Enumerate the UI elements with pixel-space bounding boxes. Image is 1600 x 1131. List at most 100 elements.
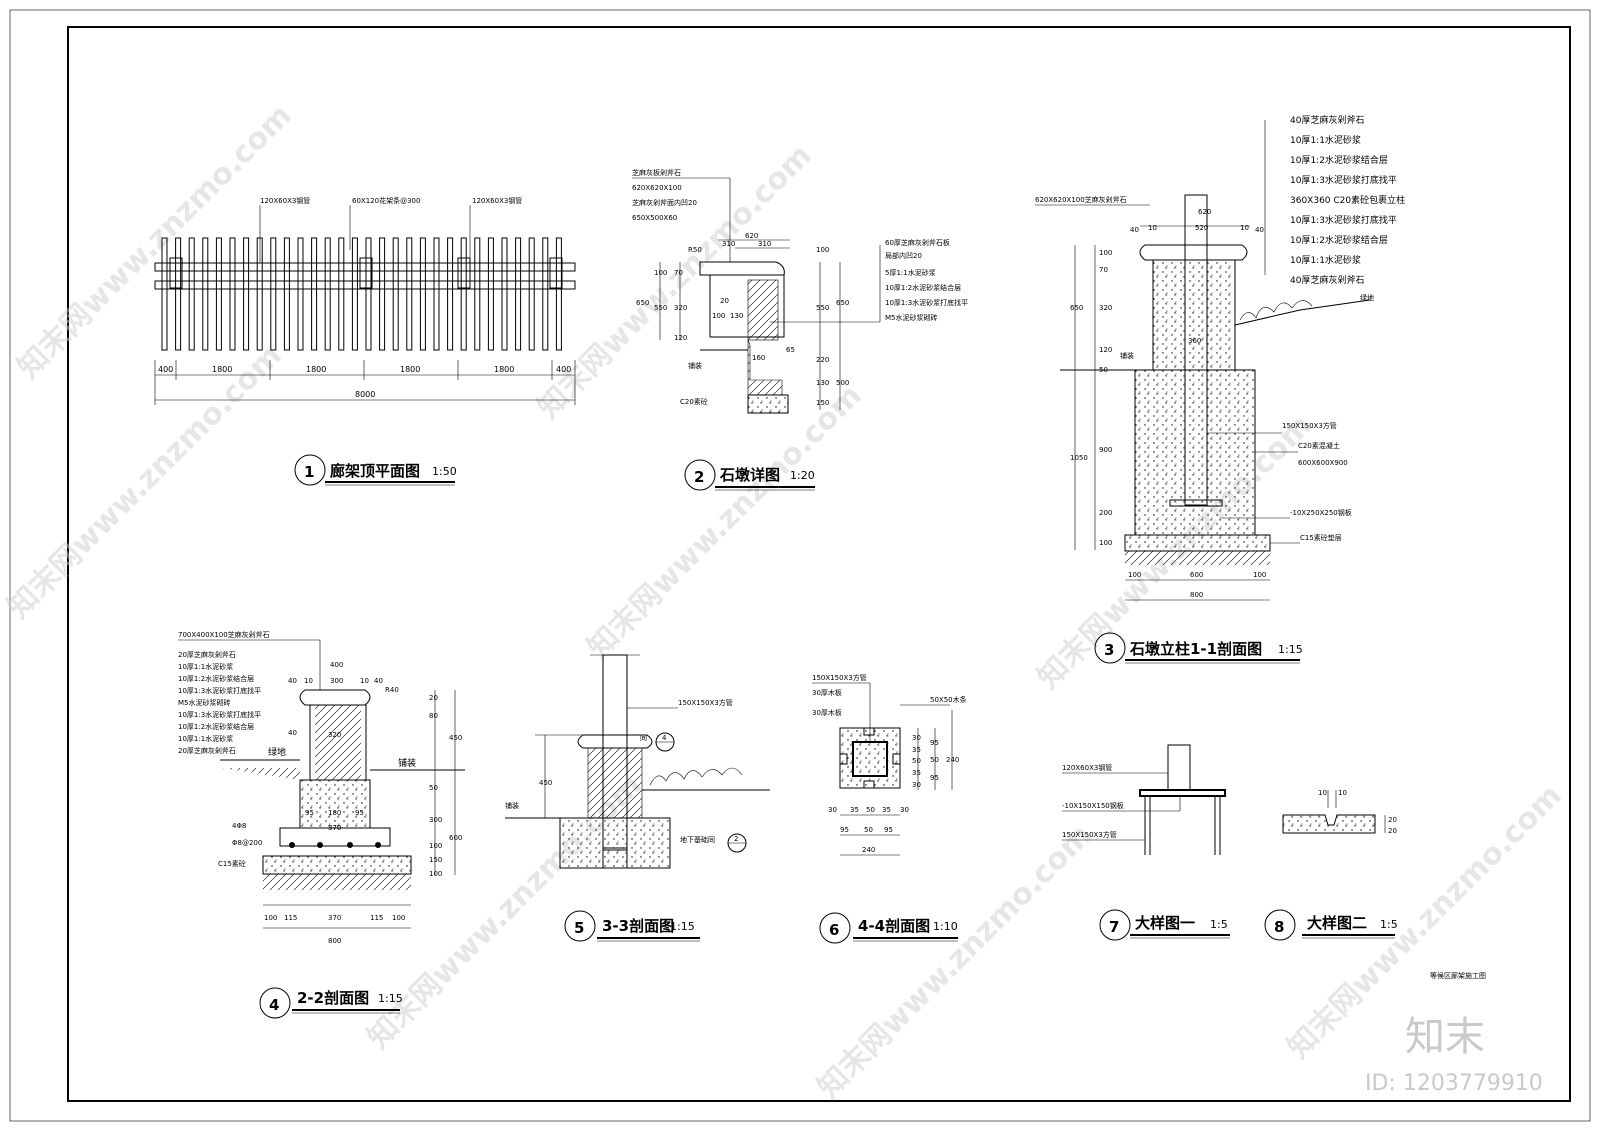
d3-mid-label: C20素混凝土 <box>1298 441 1340 450</box>
d8-dim: 10 <box>1338 789 1347 797</box>
title-7: 7 大样图一 1:5 <box>1099 909 1230 941</box>
pergola-slat <box>501 237 508 351</box>
d3-dim: 100 <box>1128 571 1141 579</box>
d4-dim: 300 <box>429 816 442 824</box>
pergola-slat <box>406 237 413 351</box>
title-6: 6 4-4剖面图 1:10 <box>819 912 958 944</box>
title-scale: 1:20 <box>790 469 815 482</box>
pergola-slat <box>215 237 222 351</box>
title-scale: 1:15 <box>670 920 695 933</box>
d1-label: 120X60X3钢管 <box>260 196 310 205</box>
title-1: 1 廊架顶平面图 1:50 <box>294 454 457 486</box>
title-number: 4 <box>269 996 279 1014</box>
d3-dim: 620 <box>1198 208 1211 216</box>
drawing-3-column-section: 620X620X100芝麻灰剁斧石 40厚芝麻灰剁斧石 10厚1:1水泥砂浆 1… <box>1035 114 1405 601</box>
d2-dim: 320 <box>674 304 687 312</box>
pergola-slat <box>392 237 399 351</box>
d3-label: 40厚芝麻灰剁斧石 <box>1290 114 1364 126</box>
title-5: 5 3-3剖面图 1:15 <box>564 910 700 942</box>
d4-label: 20厚芝麻灰剁斧石 <box>178 746 236 755</box>
d1-dim: 400 <box>556 365 571 374</box>
drawing-2-pier: 芝麻灰板剁斧石 620X620X100 芝麻灰剁斧面内凹20 650X500X6… <box>632 168 968 414</box>
d3-label: 10厚1:1水泥砂浆 <box>1290 134 1361 146</box>
title-scale: 1:50 <box>432 465 457 478</box>
d4-label: 10厚1:2水泥砂浆结合层 <box>178 674 254 683</box>
d3-dim: 900 <box>1099 446 1112 454</box>
d4-c15: C15素砼 <box>218 859 246 868</box>
d2-dim: 650 <box>836 299 849 307</box>
d2-paving: 铺装 <box>688 361 702 370</box>
d2-dim: 220 <box>816 356 829 364</box>
pergola-slat <box>460 237 467 351</box>
title-4: 4 2-2剖面图 1:15 <box>259 987 403 1019</box>
d4-dim: 400 <box>330 661 343 669</box>
d3-dim: 100 <box>1099 249 1112 257</box>
d4-dim: 600 <box>449 834 462 842</box>
d1-dim: 400 <box>158 365 173 374</box>
d4-inner: 180 <box>328 809 341 817</box>
d4-dim: 115 <box>284 914 297 922</box>
d1-dim: 1800 <box>306 365 326 374</box>
d6-dim: 35 <box>912 746 921 754</box>
title-number: 6 <box>829 921 839 939</box>
d6-dim: 240 <box>946 756 959 764</box>
d4-inner: 320 <box>328 731 341 739</box>
d7-label: -10X150X150钢板 <box>1062 801 1124 810</box>
inner-frame <box>67 26 1571 1102</box>
title-number: 7 <box>1109 918 1119 936</box>
d3-green: 绿地 <box>1360 293 1374 302</box>
d1-dim: 1800 <box>494 365 514 374</box>
title-3: 3 石墩立柱1-1剖面图 1:15 <box>1094 632 1303 664</box>
d3-label: 360X360 C20素砼包裹立柱 <box>1290 194 1405 206</box>
d4-label: M5水泥砂浆砌砖 <box>178 698 231 707</box>
d2-c20: C20素砼 <box>680 397 708 406</box>
title-scale: 1:15 <box>378 992 403 1005</box>
d6-dim: 50 <box>864 826 873 834</box>
d3-label: 10厚1:1水泥砂浆 <box>1290 254 1361 266</box>
title-name: 石墩立柱1-1剖面图 <box>1129 640 1262 658</box>
d2-inner: 160 <box>752 354 765 362</box>
pergola-slat <box>297 237 304 351</box>
pergola-slat <box>338 237 345 351</box>
watermark-group: 知末网www.znzmo.com 知末网www.znzmo.com 知末网www… <box>1 98 1569 1106</box>
d4-dim: 10 <box>360 677 369 685</box>
d4-dim: 100 <box>429 870 442 878</box>
d7-label: 150X150X3方管 <box>1062 830 1117 839</box>
title-8: 8 大样图二 1:5 <box>1264 909 1398 941</box>
pergola-slat <box>474 237 481 351</box>
d4-dim: 100 <box>429 842 442 850</box>
d4-dim: 150 <box>429 856 442 864</box>
d4-label: 20厚芝麻灰剁斧石 <box>178 650 236 659</box>
d4-green: 绿地 <box>268 746 286 758</box>
pergola-slat <box>528 237 535 351</box>
pergola-slat <box>419 237 426 351</box>
drawing-7-detail: 120X60X3钢管 -10X150X150钢板 150X150X3方管 <box>1062 744 1226 855</box>
pergola-slat <box>515 237 522 351</box>
d3-dim: 1050 <box>1070 454 1088 462</box>
d4-dim: 300 <box>330 677 343 685</box>
d1-label: 60X120花架条@300 <box>352 196 420 205</box>
d4-rebar: 4Φ8 <box>232 822 246 830</box>
d3-label: 10厚1:2水泥砂浆结合层 <box>1290 154 1388 166</box>
d3-label: 10厚1:2水泥砂浆结合层 <box>1290 234 1388 246</box>
d2-right-label: 60厚芝麻灰剁斧石板 <box>885 238 950 247</box>
title-2: 2 石墩详图 1:20 <box>684 459 815 491</box>
title-scale: 1:10 <box>933 920 958 933</box>
d5-paving: 铺装 <box>505 801 519 810</box>
d3-mid-label: -10X250X250钢板 <box>1290 508 1352 517</box>
drawing-titles: 1 廊架顶平面图 1:50 2 石墩详图 1:20 3 石墩立柱1-1剖面图 1… <box>259 454 1398 1019</box>
d1-label: 120X60X3钢管 <box>472 196 522 205</box>
d4-dim: 100 <box>392 914 405 922</box>
pergola-slat <box>243 237 250 351</box>
title-name: 大样图一 <box>1135 914 1195 932</box>
d2-dim: 150 <box>816 399 829 407</box>
d8-dim: 10 <box>1318 789 1327 797</box>
d2-dim: 620 <box>745 232 758 240</box>
d4-top-label: 700X400X100芝麻灰剁斧石 <box>178 630 270 639</box>
d3-mid-label: 150X150X3方管 <box>1282 421 1337 430</box>
d4-dim: 10 <box>304 677 313 685</box>
d3-dim: 40 <box>1255 226 1264 234</box>
d4-dim: 20 <box>429 694 438 702</box>
d4-dim: 450 <box>449 734 462 742</box>
